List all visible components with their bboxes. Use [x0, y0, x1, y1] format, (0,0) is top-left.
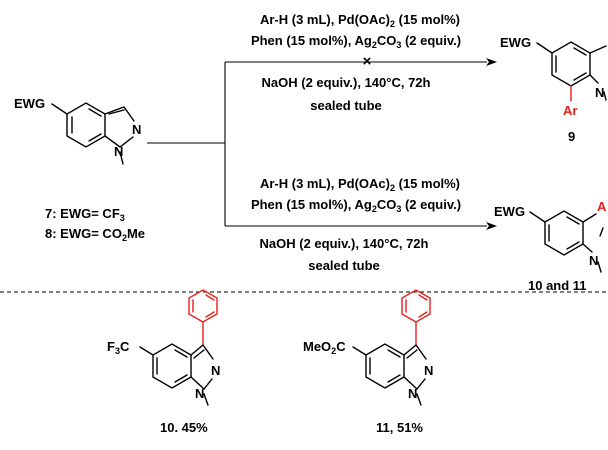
bottom-condition-line2: Phen (15 mol%), Ag2CO3 (2 equiv.)	[251, 197, 461, 214]
legend-compound-8: 8: EWG= CO2Me	[45, 226, 145, 243]
compound-10-n2-label: N	[211, 363, 220, 378]
starting-n2-label: N	[132, 122, 141, 137]
top-condition-line2: Phen (15 mol%), Ag2CO3 (2 equiv.)	[251, 33, 461, 50]
product-9-n-label: N	[595, 85, 604, 100]
compound-10-substituent: F3C	[107, 339, 130, 356]
compound-11-n1-label: N	[408, 386, 417, 401]
product-9-label: 9	[568, 129, 575, 144]
top-condition-line4: sealed tube	[310, 98, 382, 113]
bottom-condition-line3: NaOH (2 equiv.), 140°C, 72h	[260, 236, 429, 251]
product-9-ewg-label: EWG	[500, 35, 531, 50]
compound-11-substituent: MeO2C	[303, 339, 346, 356]
product-10-11-ewg-label: EWG	[494, 204, 525, 219]
starting-material-structure: EWG N N	[14, 96, 141, 165]
product-9-ar-label: Ar	[563, 103, 577, 118]
compound-10-structure: F3C N N	[107, 289, 220, 406]
product-10-11-ar-label: A	[597, 199, 607, 214]
top-condition-line3: NaOH (2 equiv.), 140°C, 72h	[262, 75, 431, 90]
starting-n1-label: N	[114, 144, 123, 159]
compound-11-n2-label: N	[424, 363, 433, 378]
failed-reaction-cross: ×	[363, 53, 372, 70]
top-arrowhead	[486, 58, 497, 66]
starting-ewg-label: EWG	[14, 96, 45, 111]
top-condition-line1: Ar-H (3 mL), Pd(OAc)2 (15 mol%)	[260, 12, 460, 29]
product-10-11-structure: EWG A N 10 and 11	[494, 199, 607, 293]
product-9-structure: EWG N Ar 9	[500, 35, 607, 144]
bottom-condition-line4: sealed tube	[308, 258, 380, 273]
bottom-arrowhead	[486, 222, 497, 230]
compound-10-n1-label: N	[195, 386, 204, 401]
bottom-condition-line1: Ar-H (3 mL), Pd(OAc)2 (15 mol%)	[260, 176, 460, 193]
branching-arrows	[147, 58, 497, 230]
legend-compound-7: 7: EWG= CF3	[45, 206, 125, 223]
compound-10-caption: 10. 45%	[160, 420, 208, 435]
compound-11-caption: 11, 51%	[376, 420, 423, 435]
product-10-11-n-label: N	[589, 253, 598, 268]
product-10-11-label: 10 and 11	[528, 278, 587, 293]
compound-11-structure: MeO2C N N	[303, 289, 433, 406]
